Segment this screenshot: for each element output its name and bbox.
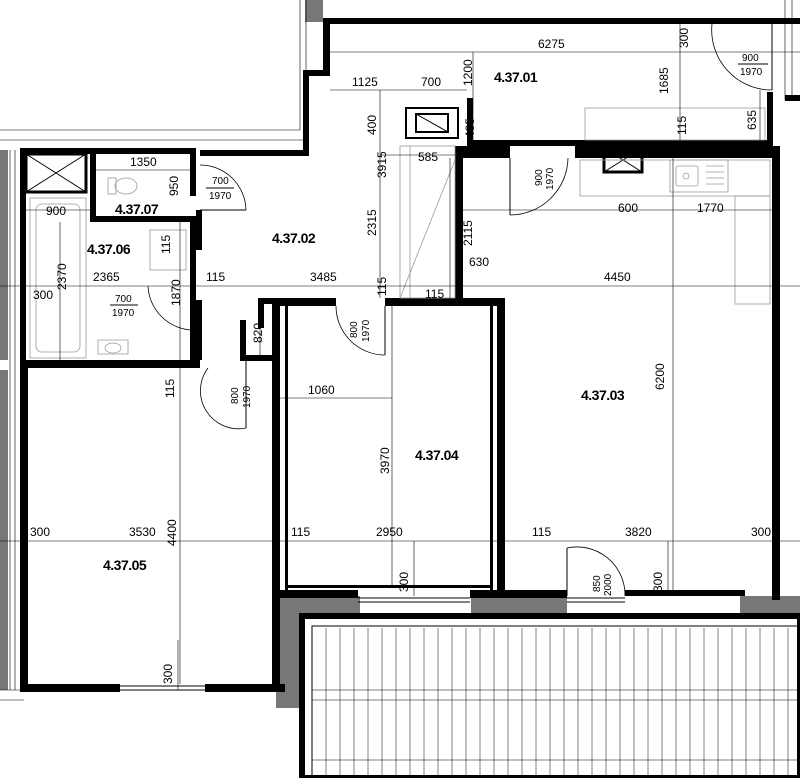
dim-115-c: 115 <box>375 277 389 296</box>
door-entry-width: 900 <box>742 53 759 64</box>
dim-115-04: 115 <box>291 525 310 539</box>
dim-950: 950 <box>167 176 181 196</box>
door-05-height: 1970 <box>242 385 253 408</box>
dim-3530: 3530 <box>129 525 156 539</box>
dim-820: 820 <box>251 323 265 343</box>
room-label-4-37-06: 4.37.06 <box>87 241 131 257</box>
door-06-height: 1970 <box>112 308 135 319</box>
dim-1060: 1060 <box>308 383 335 397</box>
door-swings <box>147 23 773 597</box>
dim-4450: 4450 <box>604 270 631 284</box>
room-label-4-37-02: 4.37.02 <box>272 230 316 246</box>
dim-600: 600 <box>618 201 638 215</box>
dim-635: 635 <box>745 110 759 130</box>
dim-4400: 4400 <box>165 519 179 546</box>
dim-6200: 6200 <box>653 363 667 390</box>
dim-300-05: 300 <box>30 525 50 539</box>
room-label-4-37-01: 4.37.01 <box>494 69 538 85</box>
dim-485: 485 <box>463 118 477 138</box>
dimension-texts: 6275 1125 700 1350 585 900 600 1770 2365… <box>30 37 771 539</box>
exterior-wall-hatching <box>0 0 800 708</box>
dim-300-v04: 300 <box>397 572 411 592</box>
balcony <box>299 613 800 778</box>
room-label-4-37-05: 4.37.05 <box>103 557 147 573</box>
dim-3820: 3820 <box>625 525 652 539</box>
dim-2950: 2950 <box>376 525 403 539</box>
dim-400: 400 <box>365 115 379 135</box>
dim-700-top: 700 <box>421 75 441 89</box>
door-01-height: 1970 <box>545 167 556 190</box>
door-labels: 900 1970 700 1970 700 1970 900 1970 800 … <box>110 53 768 596</box>
dim-3915: 3915 <box>375 151 389 178</box>
dim-300-v05: 300 <box>161 664 175 684</box>
dim-300-03: 300 <box>751 525 771 539</box>
door-06-width: 700 <box>115 294 132 305</box>
room-labels: 4.37.01 4.37.02 4.37.03 4.37.04 4.37.05 … <box>87 69 625 573</box>
dim-115-b: 115 <box>425 287 444 301</box>
dim-630: 630 <box>469 255 489 269</box>
dim-115-a: 115 <box>206 270 225 284</box>
windows <box>120 597 625 691</box>
dim-1125: 1125 <box>352 75 378 89</box>
dim-115-03: 115 <box>532 525 551 539</box>
dim-300-top: 300 <box>677 28 691 48</box>
dim-115-06: 115 <box>159 235 173 254</box>
stair-wardrobe <box>399 145 456 299</box>
dim-585: 585 <box>418 150 438 164</box>
dim-2315: 2315 <box>365 209 379 236</box>
door-03-height: 2000 <box>603 573 614 596</box>
dim-900-left: 900 <box>46 204 66 218</box>
walls <box>20 18 800 692</box>
dim-2370: 2370 <box>55 263 69 290</box>
dim-300-left: 300 <box>33 288 53 302</box>
dim-2365: 2365 <box>93 270 120 284</box>
dim-300-v03: 300 <box>651 572 665 592</box>
dim-115-top: 115 <box>675 116 689 135</box>
room-label-4-37-07: 4.37.07 <box>115 201 159 217</box>
dim-1350: 1350 <box>130 155 157 169</box>
door-03-width: 850 <box>592 575 603 592</box>
door-04-height: 1970 <box>361 319 372 342</box>
door-04-width: 800 <box>349 321 360 338</box>
dim-1870: 1870 <box>169 279 183 306</box>
room-label-4-37-04: 4.37.04 <box>415 447 459 463</box>
vertical-dimension-texts: 300 1200 1685 635 400 485 115 950 3915 2… <box>55 28 759 684</box>
dim-1770: 1770 <box>697 201 724 215</box>
dim-6275: 6275 <box>538 37 565 51</box>
dim-1685: 1685 <box>657 67 671 94</box>
door-07-width: 700 <box>212 176 229 187</box>
door-entry-height: 1970 <box>740 67 763 78</box>
room-label-4-37-03: 4.37.03 <box>581 387 625 403</box>
dim-2115: 2115 <box>461 220 475 246</box>
door-05-width: 800 <box>230 387 241 404</box>
door-07-height: 1970 <box>209 191 232 202</box>
kitchen-fixtures <box>579 107 771 305</box>
door-01-width: 900 <box>534 169 545 186</box>
dim-115-05: 115 <box>163 379 177 398</box>
bathroom-fixtures <box>29 177 187 359</box>
dimension-lines <box>0 24 800 690</box>
dim-1200: 1200 <box>461 59 475 86</box>
dim-3970: 3970 <box>378 447 392 474</box>
dim-3485: 3485 <box>310 270 337 284</box>
